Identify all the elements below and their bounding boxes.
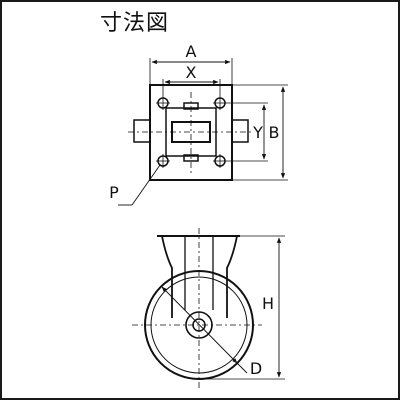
wheel-tread-inner: [150, 276, 248, 374]
label-a: A: [186, 42, 197, 61]
label-y: Y: [252, 123, 263, 142]
dimension-a: [149, 58, 233, 85]
label-x: X: [186, 63, 197, 82]
label-d: D: [250, 359, 262, 378]
diagram-title: 寸法図: [100, 11, 170, 36]
dimension-y: [227, 102, 268, 162]
fork-right: [226, 235, 238, 318]
dimension-x: [162, 79, 221, 96]
dimension-h: [199, 235, 285, 380]
dimension-b: [232, 84, 288, 181]
plate-tab-bottom: [183, 154, 199, 162]
label-h: H: [262, 294, 274, 313]
bolt-hole-top-right: [213, 96, 227, 110]
bolt-hole-bottom-left: [156, 154, 170, 168]
bolt-hole-top-left: [156, 96, 170, 110]
plate-wing-left: [133, 119, 151, 143]
label-b: B: [269, 123, 280, 142]
plate-wing-right: [231, 119, 249, 143]
fork-left: [161, 235, 173, 318]
bolt-hole-bottom-right: [213, 154, 227, 168]
leader-p: [118, 164, 161, 206]
caster-side-view: [132, 228, 262, 390]
label-p: P: [109, 183, 119, 202]
top-plate-view: [128, 84, 254, 181]
dimension-d: [161, 286, 248, 374]
